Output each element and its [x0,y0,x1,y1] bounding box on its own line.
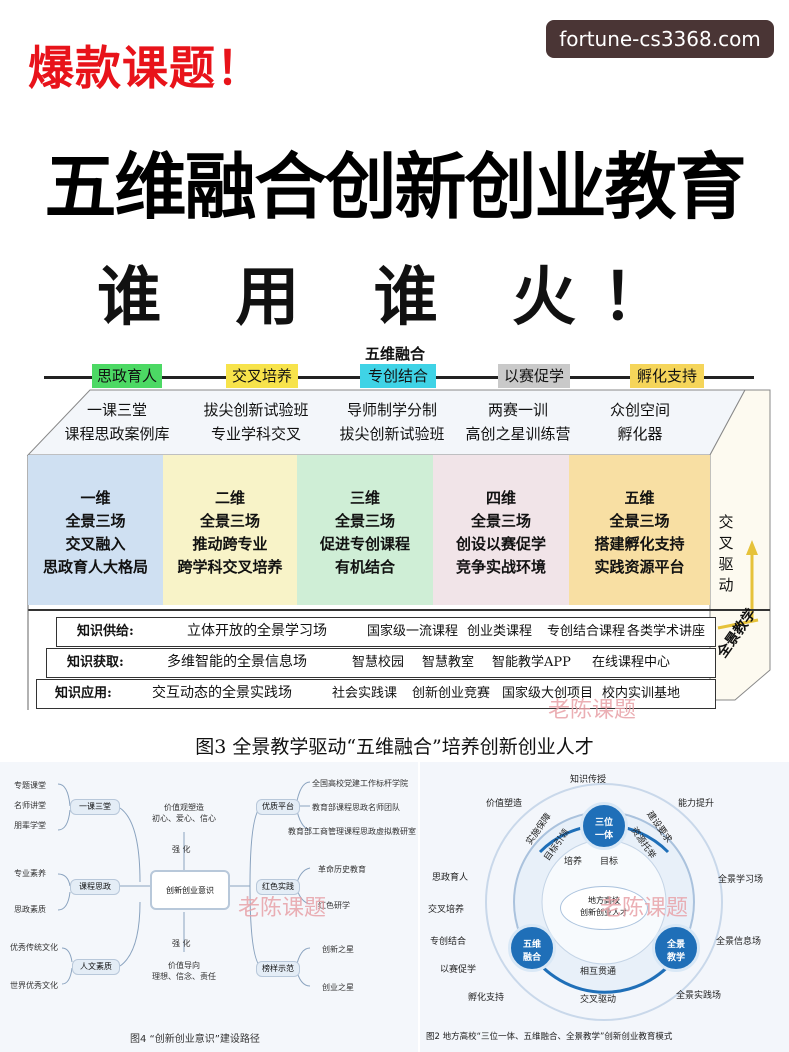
fig4-strengthen-bottom: 强 化 [172,939,191,948]
row-item: 校内实训基地 [602,686,681,701]
figure-2: 三位一体 五维融合 全景教学 地方高校创新创业人才 知识传授 能力提升 价值塑造… [420,762,789,1052]
row-item: 创业类课程 [467,624,533,639]
figure-4: 专题课堂 名师讲堂 朋辈学堂 一课三堂 专业素养 思政素质 课程思政 优秀传统文… [0,762,418,1052]
fig4-watermark: 老陈课题 [238,896,327,921]
fig3-top-5: 众创空间孵化器 [609,401,670,443]
fig3-side-label: 交叉驱动 [718,513,734,594]
row-item: 各类学术讲座 [627,624,706,639]
fig3-row-2: 知识获取: 多维智能的全景信息场 智慧校园 智慧教室 智能教学APP 在线课程中… [46,648,716,678]
fig4-item: 名师讲堂 [14,801,46,810]
fig4-value-shaping: 价值观塑造初心、爱心、信心 [152,803,216,823]
row-item: 创新创业竞赛 [412,686,491,701]
fig2-inner-label: 培养 [564,857,583,867]
row-item: 在线课程中心 [592,655,671,670]
fig2-node-1: 三位一体 [580,802,628,850]
fig3-top-label: 五维融合 [364,345,425,363]
row-label: 知识供给: [77,624,134,639]
fig4-item: 思政素质 [14,905,46,914]
row-main: 交互动态的全景实践场 [152,685,292,701]
fig2-label: 全景实践场 [676,991,722,1001]
fig2-inner-label: 相互贯通 [580,967,617,977]
fig3-column-4: 四维全景三场创设以赛促学竞争实战环境 [433,455,569,605]
fig2-label: 价值塑造 [486,799,523,809]
row-item: 智能教学APP [492,655,571,670]
fig2-label: 能力提升 [678,799,715,809]
row-item: 专创结合课程 [547,624,626,639]
row-item: 智慧校园 [352,655,405,670]
fig3-column-2: 二维全景三场推动跨专业跨学科交叉培养 [163,455,297,605]
main-title: 五维融合创新创业教育 [44,145,746,229]
watermark-url: fortune-cs3368.com [546,20,774,58]
fig3-frame [26,389,771,710]
fig4-right-node-2: 红色实践 [256,879,300,895]
row-item: 国家级大创项目 [502,686,594,701]
fig4-item: 教育部课程思政名师团队 [312,803,400,812]
fig4-caption: 图4 “创新创业意识”建设路径 [130,1034,260,1045]
fig2-watermark: 老陈课题 [600,896,689,921]
fig3-tab-4: 以赛促学 [498,364,570,388]
fig3-top-4: 两赛一训高创之星训练营 [465,401,571,443]
fig2-label: 知识传授 [570,775,607,785]
hot-title: 爆款课题！ [28,41,263,95]
fig4-node-2: 课程思政 [70,879,120,895]
fig4-item: 专业素养 [14,869,46,878]
row-item: 国家级一流课程 [367,624,459,639]
fig4-right-node-1: 优质平台 [256,799,300,815]
row-item: 社会实践课 [332,686,398,701]
fig2-inner-label: 目标 [600,857,619,867]
row-main: 多维智能的全景信息场 [167,654,307,670]
fig2-label: 孵化支持 [468,993,505,1003]
fig2-label: 以赛促学 [440,965,477,975]
fig2-node-3: 全景教学 [652,924,700,972]
row-item: 智慧教室 [422,655,475,670]
fig3-top-2: 拔尖创新试验班专业学科交叉 [203,401,309,443]
fig4-strengthen-top: 强 化 [172,845,191,854]
fig2-caption: 图2 地方高校“三位一体、五维融合、全景教学”创新创业教育模式 [426,1032,673,1042]
fig3-row-1: 知识供给: 立体开放的全景学习场 国家级一流课程 创业类课程 专创结合课程 各类… [56,617,716,647]
fig2-center: 地方高校创新创业人才 [560,886,648,930]
fig3-tab-3: 专创结合 [360,364,436,388]
row-main: 立体开放的全景学习场 [187,623,327,639]
fig4-item: 红色研学 [318,901,350,910]
fig3-caption: 图3 全景教学驱动“五维融合”培养创新创业人才 [195,736,594,758]
fig3-column-3: 三维全景三场促进专创课程有机结合 [297,455,433,605]
fig4-center: 创新创业意识 [150,870,230,910]
fig4-item: 优秀传统文化 [10,943,58,952]
fig4-item: 朋辈学堂 [14,821,46,830]
fig2-label: 全景信息场 [716,937,762,947]
fig3-column-5: 五维全景三场搭建孵化支持实践资源平台 [569,455,710,605]
fig4-item: 创业之星 [322,983,354,992]
fig3-row-3: 知识应用: 交互动态的全景实践场 社会实践课 创新创业竞赛 国家级大创项目 校内… [36,679,716,709]
fig2-label: 思政育人 [432,873,469,883]
fig3-column-1: 一维全景三场交叉融入思政育人大格局 [28,455,163,605]
fig3-tab-5: 孵化支持 [630,364,704,388]
row-label: 知识应用: [55,686,112,701]
fig3-top-3: 导师制学分制拔尖创新试验班 [339,401,445,443]
fig2-label: 交叉培养 [428,905,465,915]
fig3-watermark: 老陈课题 [548,698,637,723]
fig4-item: 创新之星 [322,945,354,954]
slogan: 谁 用 谁 火！ [97,260,692,335]
fig3-tab-2: 交叉培养 [226,364,298,388]
fig2-label: 专创结合 [430,937,467,947]
fig3-tab-1: 思政育人 [92,364,162,388]
fig4-item: 教育部工商管理课程思政虚拟教研室 [288,827,416,836]
fig2-label: 全景学习场 [718,875,764,885]
fig4-item: 革命历史教育 [318,865,366,874]
fig4-item: 专题课堂 [14,781,46,790]
fig2-inner-label: 交叉驱动 [580,995,617,1005]
fig4-node-3: 人文素质 [72,959,120,975]
fig2-node-2: 五维融合 [508,924,556,972]
fig3-top-1: 一课三堂课程思政案例库 [64,401,170,443]
fig4-item: 全国高校党建工作标杆学院 [312,779,408,788]
fig4-value-guide: 价值导向理想、信念、责任 [152,961,216,981]
fig4-right-node-3: 榜样示范 [256,961,300,977]
row-label: 知识获取: [67,655,124,670]
fig4-node-1: 一课三堂 [70,799,120,815]
fig4-item: 世界优秀文化 [10,981,58,990]
